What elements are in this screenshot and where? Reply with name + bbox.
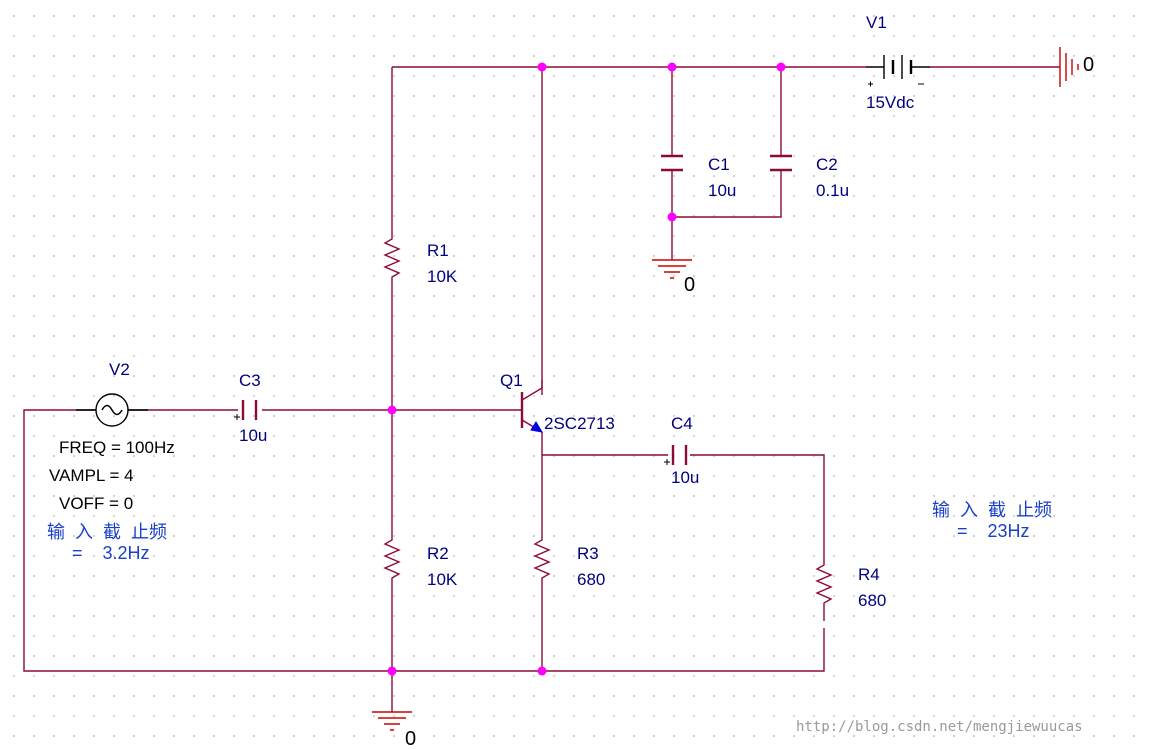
ground-symbol-v1 [1059, 47, 1079, 87]
v2-ref-label: V2 [109, 360, 130, 379]
ground-label-v1: 0 [1083, 54, 1095, 76]
junction-dot [667, 62, 677, 72]
junction-dot [776, 62, 786, 72]
emitter-arrow-icon [530, 421, 543, 433]
c3-ref-label: C3 [239, 371, 261, 390]
capacitor-c4-symbol [671, 445, 688, 465]
resistor-r4-symbol [815, 560, 833, 621]
v1-ref-label: V1 [866, 13, 887, 32]
ground-label-main: 0 [405, 728, 417, 750]
output-cutoff-value: = 23Hz [957, 521, 1030, 541]
junction-dots [387, 62, 786, 676]
c4-ref-label: C4 [671, 414, 693, 433]
v2-freq-label: FREQ = 100Hz [59, 438, 175, 457]
q1-part-label: 2SC2713 [544, 414, 615, 433]
junction-dot [387, 405, 397, 415]
input-cutoff-value: = 3.2Hz [72, 543, 150, 563]
r2-ref-label: R2 [427, 544, 449, 563]
output-cutoff-title: 输 入 截 止频 [932, 500, 1053, 520]
r2-value-label: 10K [427, 570, 458, 589]
v2-voff-label: VOFF = 0 [59, 494, 134, 513]
r1-ref-label: R1 [427, 241, 449, 260]
c4-plus-mark [664, 459, 670, 465]
c1-ref-label: C1 [708, 155, 730, 174]
junction-dot [387, 666, 397, 676]
wire-decoupling [671, 67, 782, 260]
input-cutoff-title: 输 入 截 止频 [47, 522, 168, 542]
junction-dot [537, 666, 547, 676]
capacitor-c2-symbol [770, 154, 792, 172]
r3-value-label: 680 [577, 570, 606, 589]
r1-value-label: 10K [427, 267, 458, 286]
battery-v1-symbol [866, 55, 930, 87]
capacitor-c1-symbol [661, 154, 683, 172]
c2-ref-label: C2 [816, 155, 838, 174]
r3-ref-label: R3 [577, 544, 599, 563]
r4-ref-label: R4 [858, 565, 880, 584]
ac-source-v2-symbol [76, 393, 148, 427]
ground-label-decoupling: 0 [684, 274, 696, 296]
c1-value-label: 10u [708, 181, 737, 200]
ground-symbol-main [372, 711, 412, 731]
v2-vampl-label: VAMPL = 4 [49, 466, 134, 485]
watermark-text: http://blog.csdn.net/mengjiewuucas [796, 719, 1083, 735]
r4-value-label: 680 [858, 591, 887, 610]
resistor-r1-symbol [383, 234, 401, 290]
q1-ref-label: Q1 [500, 371, 523, 390]
c3-plus-mark [234, 414, 240, 420]
transistor-q1-symbol [480, 380, 543, 433]
resistor-r3-symbol [533, 520, 551, 596]
c4-value-label: 10u [671, 468, 700, 487]
wire-emitter-output [541, 432, 825, 671]
c2-value-label: 0.1u [816, 181, 850, 200]
ground-symbol-decoupling [652, 259, 692, 279]
c3-value-label: 10u [239, 426, 268, 445]
capacitor-c3-symbol [241, 400, 258, 420]
junction-dot [537, 62, 547, 72]
resistor-r2-symbol [383, 520, 401, 596]
junction-dot [667, 212, 677, 222]
v1-value-label: 15Vdc [866, 93, 915, 112]
